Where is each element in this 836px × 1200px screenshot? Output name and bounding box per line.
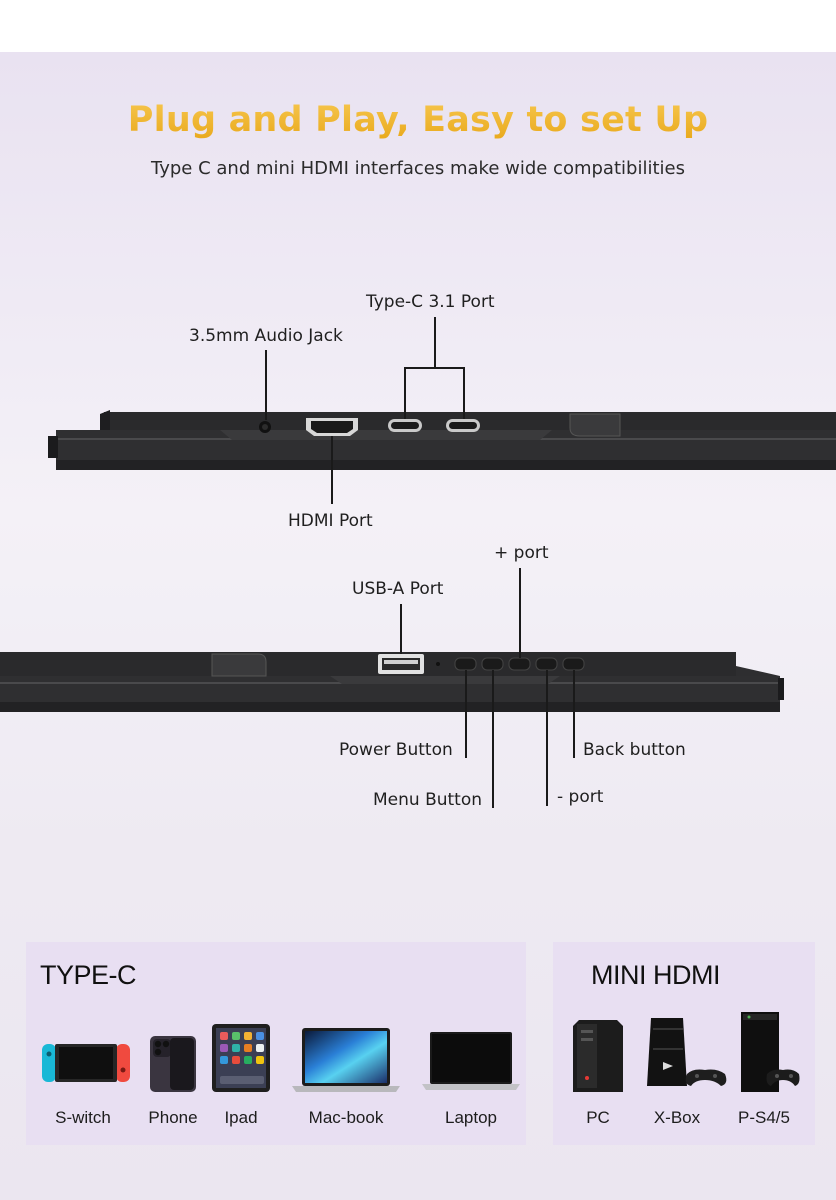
back-button-leader <box>573 670 575 758</box>
tablet-icon <box>212 1024 270 1092</box>
monitor-bottom-edge-view <box>0 652 784 712</box>
minus-port-label: - port <box>557 787 604 807</box>
plus-port-leader <box>519 568 521 658</box>
page-subtitle: Type C and mini HDMI interfaces make wid… <box>151 158 685 179</box>
device-label-phone: Phone <box>148 1108 198 1127</box>
device-label-ipad: Ipad <box>224 1108 258 1127</box>
device-label-macbook: Mac-book <box>308 1108 384 1127</box>
device-label-xbox: X-Box <box>653 1108 701 1127</box>
audio-jack-label: 3.5mm Audio Jack <box>189 326 343 346</box>
type-c-leader-left <box>404 367 406 419</box>
hdmi-port-label: HDMI Port <box>288 511 373 531</box>
hdmi-leader <box>331 436 333 504</box>
usb-a-port-label: USB-A Port <box>352 579 444 599</box>
device-label-pc: PC <box>586 1108 610 1127</box>
type-c-panel-title: TYPE-C <box>40 960 137 990</box>
game-console-icon <box>42 1044 130 1082</box>
audio-jack-leader <box>265 350 267 420</box>
type-c-leader-stem <box>434 317 436 368</box>
menu-button-leader <box>492 670 494 808</box>
power-button-leader <box>465 670 467 758</box>
device-label-laptop: Laptop <box>445 1108 497 1127</box>
phone-icon <box>150 1036 196 1092</box>
desktop-tower-icon <box>573 1020 623 1092</box>
usb-a-leader <box>400 604 402 654</box>
page-title: Plug and Play, Easy to set Up <box>0 100 836 140</box>
monitor-top-edge-view <box>48 410 836 470</box>
laptop-icon <box>292 1028 400 1092</box>
mini-hdmi-panel-title: MINI HDMI <box>591 960 720 990</box>
minus-port-leader <box>546 670 548 806</box>
menu-button-label: Menu Button <box>373 790 483 810</box>
type-c-leader-bar <box>404 367 464 369</box>
device-label-switch: S-witch <box>55 1108 111 1127</box>
plus-port-label: + port <box>494 543 549 563</box>
power-button-label: Power Button <box>339 740 453 760</box>
console-icon <box>741 1012 800 1092</box>
mini-hdmi-panel: MINI HDMI PC X-Box P-S4/5 <box>553 942 815 1145</box>
type-c-port-label: Type-C 3.1 Port <box>366 292 495 312</box>
type-c-panel: TYPE-C S-witch Phone Ipad <box>26 942 526 1145</box>
laptop-icon <box>422 1032 520 1090</box>
device-label-ps: P-S4/5 <box>738 1108 790 1127</box>
type-c-leader-right <box>463 367 465 419</box>
console-icon <box>647 1018 727 1086</box>
back-button-label: Back button <box>583 740 686 760</box>
